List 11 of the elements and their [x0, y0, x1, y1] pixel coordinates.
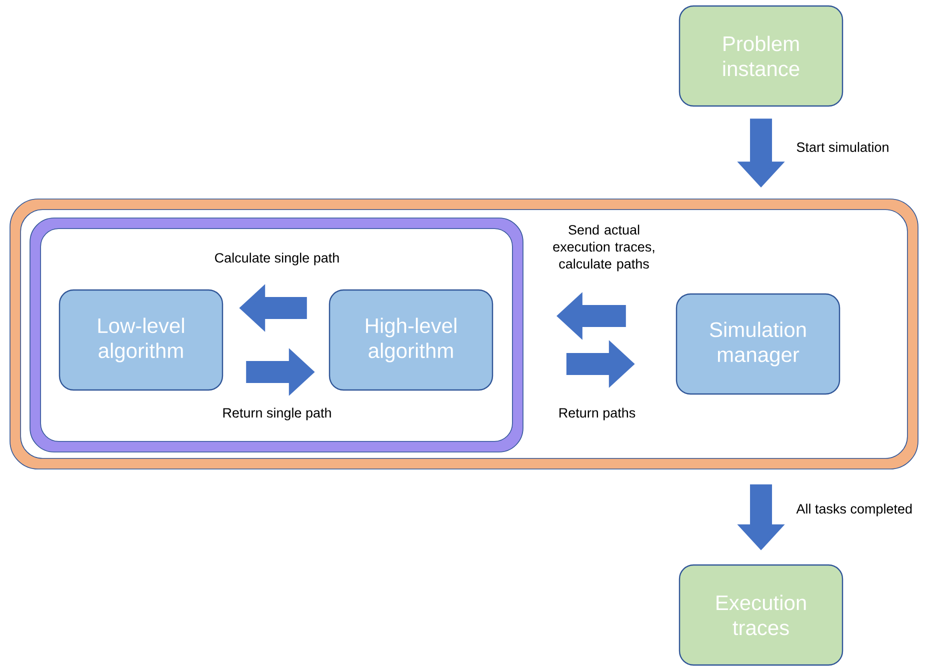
rounded-box: Problem instance	[678, 5, 844, 107]
rounded-box: Simulation manager	[676, 293, 840, 395]
rounded-box: Execution traces	[678, 564, 844, 666]
edge-label: Return single path	[221, 406, 333, 422]
rounded-box: Low-level algorithm	[58, 289, 224, 391]
edge-label: Start simulation	[795, 141, 890, 153]
rounded-box: High-level algorithm	[328, 289, 494, 391]
edge-label: All tasks completed	[795, 502, 914, 518]
edge-label: Calculate single path	[213, 252, 341, 266]
edge-label: Return paths	[557, 406, 637, 422]
edge-label: Send actual execution traces, calculate paths	[536, 224, 672, 272]
